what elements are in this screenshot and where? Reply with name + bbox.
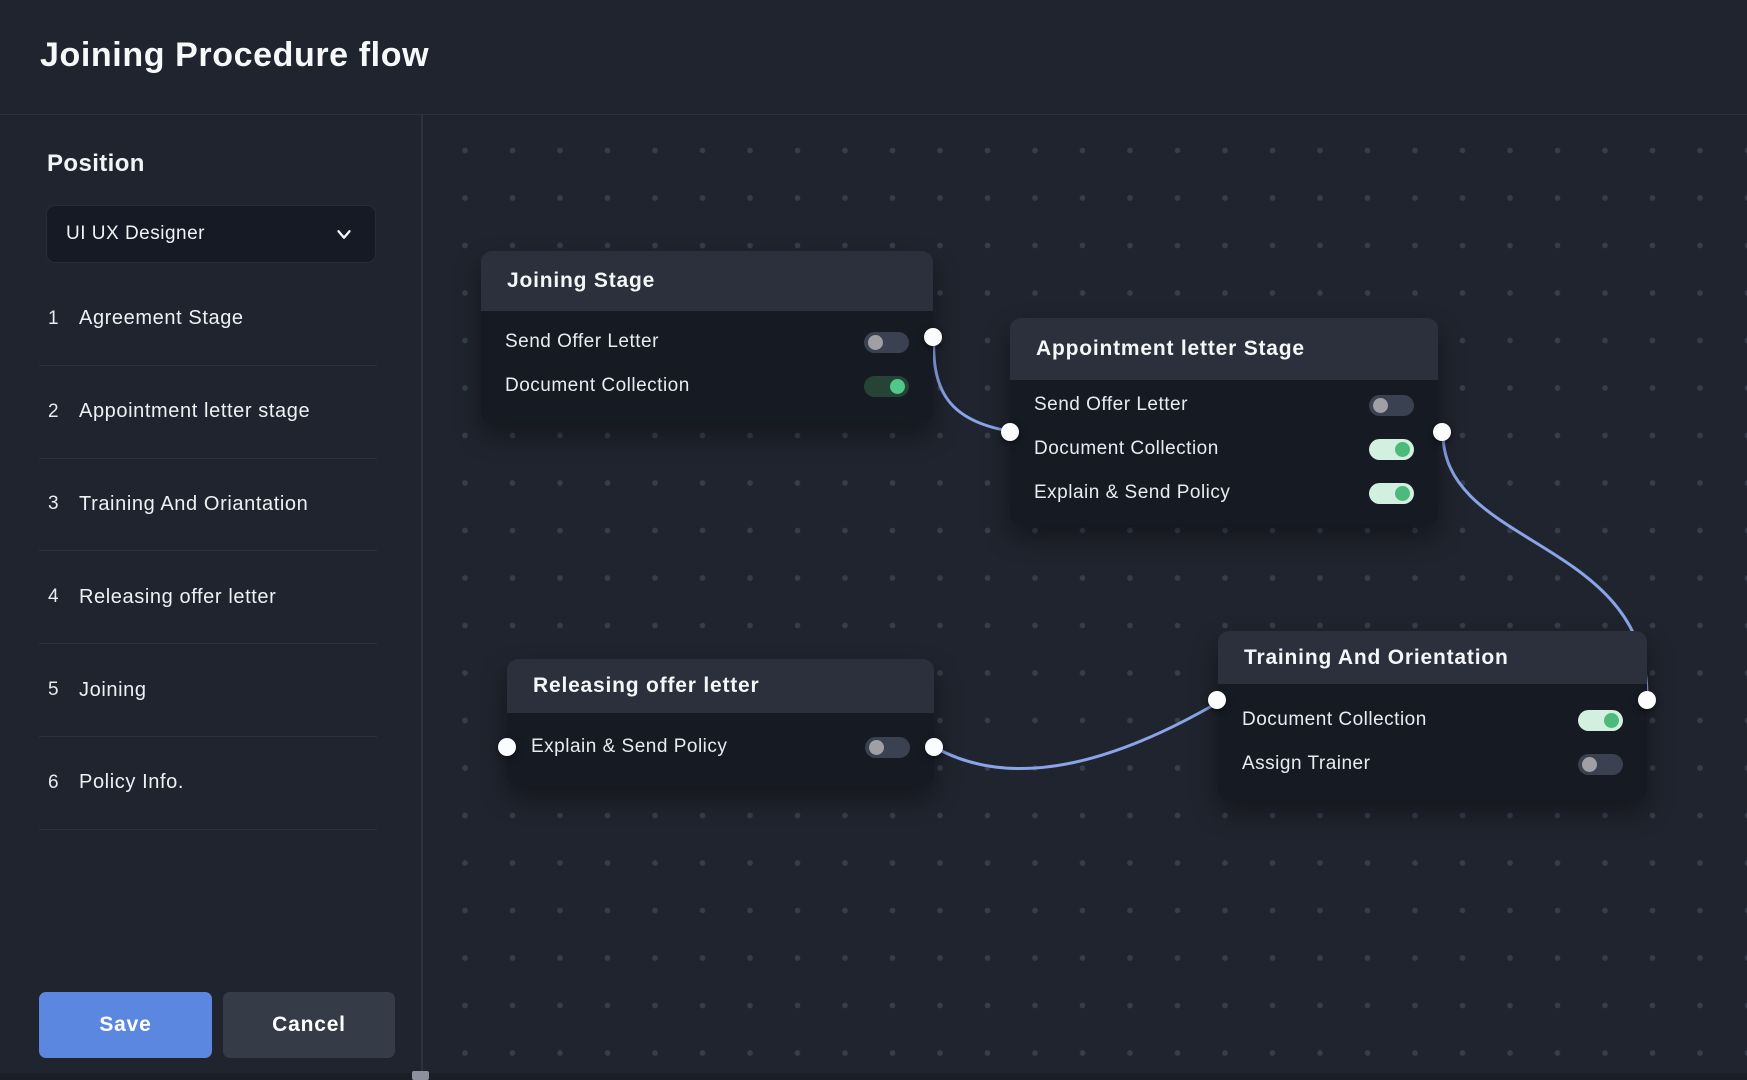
row-label: Send Offer Letter [1034,394,1188,415]
node-title: Joining Stage [481,251,933,311]
stage-number: 4 [48,586,59,608]
toggle-document-collection[interactable] [1578,709,1623,731]
divider-scroll-thumb[interactable] [412,1071,429,1080]
save-button[interactable]: Save [39,992,212,1058]
stage-item-appointment-letter-stage[interactable]: 2 Appointment letter stage [39,366,377,459]
node-row: Explain & Send Policy [507,725,934,769]
node-training-and-orientation[interactable]: Training And Orientation Document Collec… [1208,631,1656,800]
toggle-document-collection[interactable] [1369,438,1414,460]
node-joining-stage[interactable]: Joining Stage Send Offer Letter Document… [481,251,942,423]
stage-label: Releasing offer letter [79,585,277,608]
stage-label: Agreement Stage [79,307,244,330]
node-row: Send Offer Letter [1010,383,1438,427]
row-label: Explain & Send Policy [531,736,728,757]
position-label: Position [47,150,145,177]
page-title: Joining Procedure flow [40,36,430,74]
stage-item-releasing-offer-letter[interactable]: 4 Releasing offer letter [39,551,377,645]
toggle-knob [1395,485,1410,501]
toggle-knob [1582,756,1597,772]
row-label: Explain & Send Policy [1034,482,1231,503]
toggle-explain-send-policy[interactable] [1369,482,1414,504]
node-row: Document Collection [1218,698,1647,742]
node-appointment-letter-stage[interactable]: Appointment letter Stage Send Offer Lett… [1001,318,1451,525]
output-port[interactable] [924,328,942,346]
stage-list: 1 Agreement Stage 2 Appointment letter s… [39,273,377,830]
output-port[interactable] [925,738,943,756]
toggle-assign-trainer[interactable] [1578,753,1623,775]
stage-number: 1 [48,307,59,329]
toggle-knob [1604,712,1619,728]
node-row: Document Collection [481,364,933,408]
stage-number: 3 [48,493,59,515]
stage-label: Policy Info. [79,771,185,794]
position-dropdown-value: UI UX Designer [66,223,205,244]
input-port[interactable] [1001,423,1019,441]
stage-item-joining[interactable]: 5 Joining [39,644,377,737]
stage-label: Training And Oriantation [79,492,309,515]
header-divider [0,114,1747,115]
stage-number: 2 [48,400,59,422]
row-label: Document Collection [1242,709,1427,730]
node-row: Assign Trainer [1218,742,1647,786]
input-port[interactable] [498,738,516,756]
stage-label: Appointment letter stage [79,400,311,423]
toggle-document-collection[interactable] [864,375,909,397]
stage-label: Joining [79,678,147,701]
bottom-edge [0,1073,1747,1080]
node-body: Document Collection Assign Trainer [1218,684,1647,800]
toggle-knob [868,334,883,350]
node-title: Training And Orientation [1218,631,1647,684]
stage-number: 6 [48,771,59,793]
stage-item-policy-info[interactable]: 6 Policy Info. [39,737,377,830]
node-title: Releasing offer letter [507,659,934,713]
node-body: Explain & Send Policy [507,713,934,786]
row-label: Send Offer Letter [505,331,659,352]
toggle-send-offer-letter[interactable] [864,331,909,353]
node-body: Send Offer Letter Document Collection [481,311,933,423]
header-bar: Joining Procedure flow [0,0,1747,114]
toggle-knob [1395,441,1410,457]
node-title: Appointment letter Stage [1010,318,1438,380]
position-dropdown[interactable]: UI UX Designer [46,205,376,263]
node-body: Send Offer Letter Document Collection Ex… [1010,380,1438,525]
stage-item-training-and-orientation[interactable]: 3 Training And Oriantation [39,459,377,552]
cancel-button[interactable]: Cancel [223,992,395,1058]
node-row: Send Offer Letter [481,320,933,364]
row-label: Assign Trainer [1242,753,1371,774]
stage-number: 5 [48,679,59,701]
toggle-knob [869,739,884,755]
input-port[interactable] [1208,691,1226,709]
stage-item-agreement-stage[interactable]: 1 Agreement Stage [39,273,377,366]
toggle-send-offer-letter[interactable] [1369,394,1414,416]
row-label: Document Collection [505,375,690,396]
input-port-right[interactable] [1638,691,1656,709]
row-label: Document Collection [1034,438,1219,459]
toggle-knob [1373,397,1388,413]
toggle-knob [890,378,905,394]
node-row: Explain & Send Policy [1010,471,1438,515]
node-row: Document Collection [1010,427,1438,471]
toggle-explain-send-policy[interactable] [865,736,910,758]
chevron-down-icon [337,230,351,239]
node-releasing-offer-letter[interactable]: Releasing offer letter Explain & Send Po… [498,659,943,786]
output-port[interactable] [1433,423,1451,441]
